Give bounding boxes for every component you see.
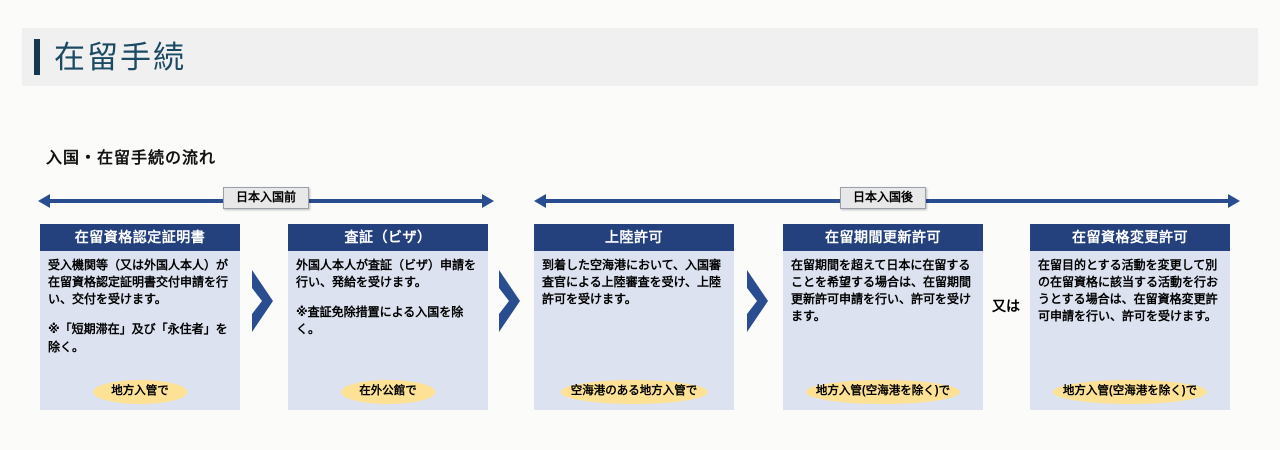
- card-footer: 地方入管(空海港を除く)で: [1030, 376, 1230, 410]
- page-title: 在留手続: [54, 39, 186, 75]
- card-title: 在留資格認定証明書: [40, 224, 240, 252]
- section-subtitle: 入国・在留手続の流れ: [46, 150, 217, 167]
- card-place-badge: 在外公館で: [341, 380, 435, 404]
- header-accent-bar: [34, 39, 40, 75]
- rail-label-after-entry: 日本入国後: [839, 187, 927, 210]
- card-body: 在留期間を超えて日本に在留することを希望する場合は、在留期間更新許可申請を行い、…: [783, 251, 983, 376]
- card-body: 到着した空海港において、入国審査官による上陸審査を受け、上陸許可を受けます。: [534, 251, 734, 376]
- card-footer: 地方入管で: [40, 376, 240, 410]
- card-title: 査証（ビザ）: [288, 224, 488, 252]
- chevron-right-icon-2: [497, 270, 523, 332]
- rail-label-before-entry: 日本入国前: [222, 187, 310, 210]
- card-paragraph-note: ※査証免除措置による入国を除く。: [296, 305, 464, 337]
- card-body: 受入機関等（又は外国人本人）が在留資格認定証明書交付申請を行い、交付を受けます。…: [40, 251, 240, 376]
- card-title: 上陸許可: [534, 224, 734, 252]
- card-title: 在留資格変更許可: [1030, 224, 1230, 252]
- arrow-head-left-icon: [38, 194, 50, 208]
- card-title: 在留期間更新許可: [783, 224, 983, 252]
- flow-step-card[interactable]: 在留期間更新許可 在留期間を超えて日本に在留することを希望する場合は、在留期間更…: [783, 224, 983, 410]
- card-footer: 地方入管(空海港を除く)で: [783, 376, 983, 410]
- page-header: 在留手続: [22, 28, 1258, 86]
- card-place-badge: 地方入管(空海港を除く)で: [805, 380, 961, 404]
- card-footer: 在外公館で: [288, 376, 488, 410]
- flow-step-card[interactable]: 在留資格認定証明書 受入機関等（又は外国人本人）が在留資格認定証明書交付申請を行…: [40, 224, 240, 410]
- flow-step-card[interactable]: 在留資格変更許可 在留目的とする活動を変更して別の在留資格に該当する活動を行おう…: [1030, 224, 1230, 410]
- card-footer: 空海港のある地方入管で: [534, 376, 734, 410]
- flow-step-card[interactable]: 上陸許可 到着した空海港において、入国審査官による上陸審査を受け、上陸許可を受け…: [534, 224, 734, 410]
- card-place-badge: 地方入管(空海港を除く)で: [1052, 380, 1208, 404]
- card-paragraph: 受入機関等（又は外国人本人）が在留資格認定証明書交付申請を行い、交付を受けます。: [48, 258, 229, 307]
- card-paragraph: 在留目的とする活動を変更して別の在留資格に該当する活動を行おうとする場合は、在留…: [1038, 258, 1219, 324]
- rail-before-entry: 日本入国前: [38, 187, 494, 212]
- card-place-badge: 空海港のある地方入管で: [560, 380, 708, 404]
- arrow-head-left-icon: [534, 194, 546, 208]
- flow-step-card[interactable]: 査証（ビザ） 外国人本人が査証（ビザ）申請を行い、発給を受けます。 ※査証免除措…: [288, 224, 488, 410]
- chevron-right-icon-3: [745, 270, 771, 332]
- card-paragraph: 在留期間を超えて日本に在留することを希望する場合は、在留期間更新許可申請を行い、…: [791, 258, 972, 324]
- or-connector-label: 又は: [992, 298, 1020, 314]
- card-paragraph-note: ※「短期滞在」及び「永住者」を除く。: [48, 322, 228, 354]
- card-body: 外国人本人が査証（ビザ）申請を行い、発給を受けます。 ※査証免除措置による入国を…: [288, 251, 488, 376]
- arrow-head-right-icon: [1228, 194, 1240, 208]
- arrow-head-right-icon: [482, 194, 494, 208]
- card-paragraph: 外国人本人が査証（ビザ）申請を行い、発給を受けます。: [296, 258, 477, 290]
- card-body: 在留目的とする活動を変更して別の在留資格に該当する活動を行おうとする場合は、在留…: [1030, 251, 1230, 376]
- rail-after-entry: 日本入国後: [534, 187, 1240, 212]
- chevron-right-icon-1: [250, 270, 276, 332]
- card-paragraph: 到着した空海港において、入国審査官による上陸審査を受け、上陸許可を受けます。: [542, 258, 722, 307]
- card-place-badge: 地方入管で: [93, 380, 187, 404]
